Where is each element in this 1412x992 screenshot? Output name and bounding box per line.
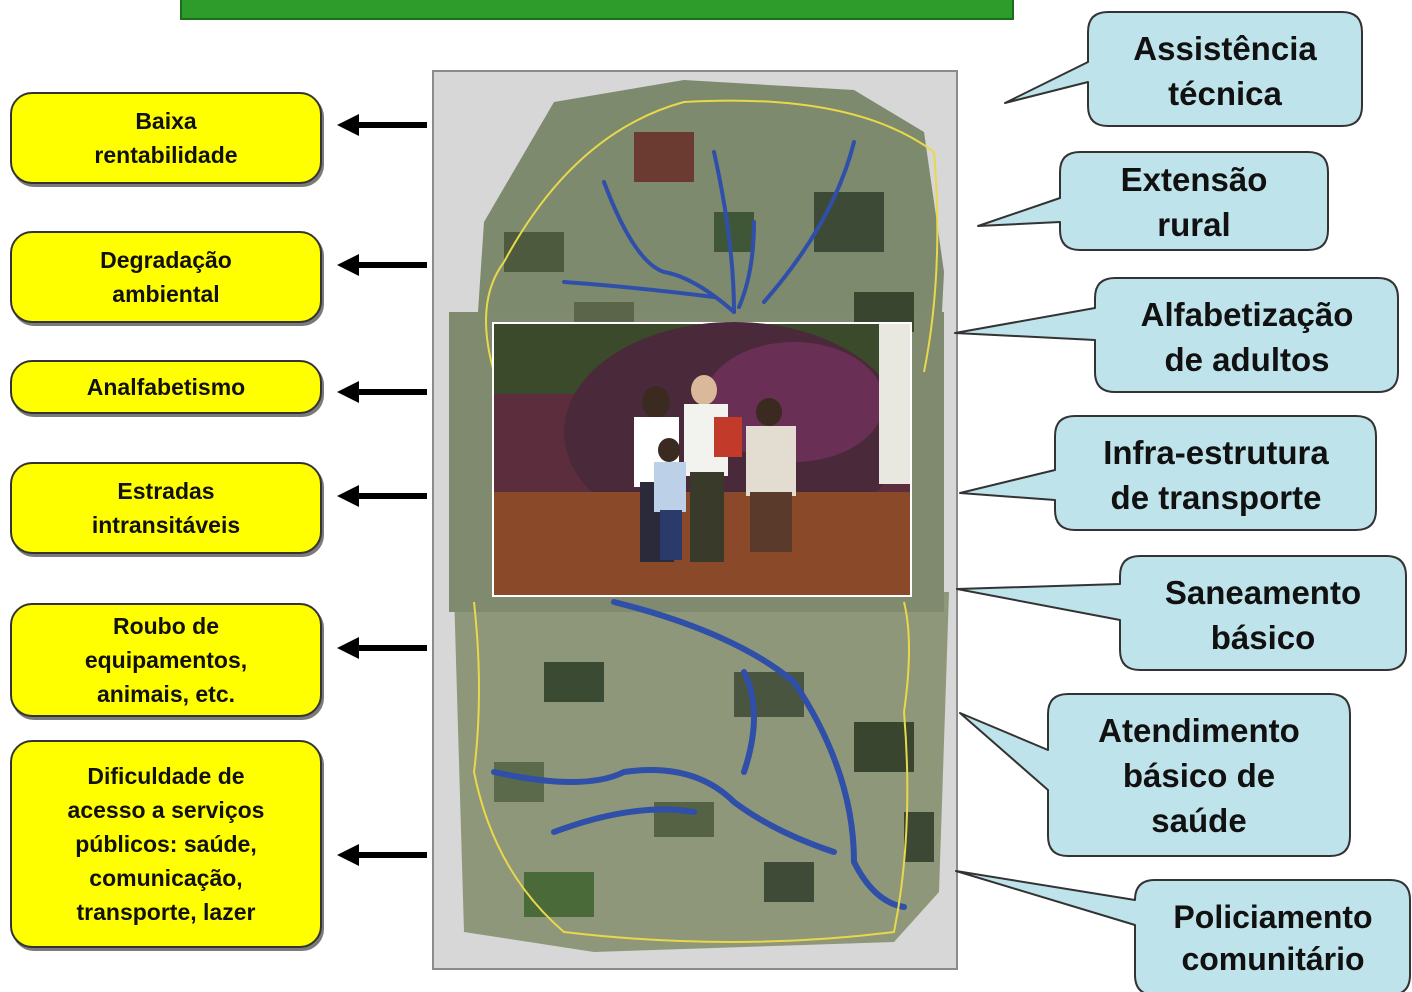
arrow-left-icon xyxy=(337,637,427,659)
satellite-map-image xyxy=(449,80,949,952)
arrow-left-icon xyxy=(337,485,427,507)
callout-bubble-policiamento xyxy=(955,870,1411,992)
callout-bubble-atendimento xyxy=(959,693,1351,857)
arrow-left-icon xyxy=(337,844,427,866)
arrow-left-icon xyxy=(337,254,427,276)
callout-bubble-alfabetizacao xyxy=(954,277,1399,393)
problem-box-analfabetismo: Analfabetismo xyxy=(10,360,322,414)
arrow-left-icon xyxy=(337,114,427,136)
title-banner xyxy=(180,0,1014,20)
callout-bubble-infra xyxy=(959,415,1377,531)
callout-bubble-saneamento xyxy=(956,555,1407,671)
satellite-map-panel xyxy=(432,70,958,970)
callout-bubble-extensao xyxy=(977,151,1329,251)
callout-bubble-assistencia xyxy=(1004,11,1363,127)
arrow-left-icon xyxy=(337,381,427,403)
